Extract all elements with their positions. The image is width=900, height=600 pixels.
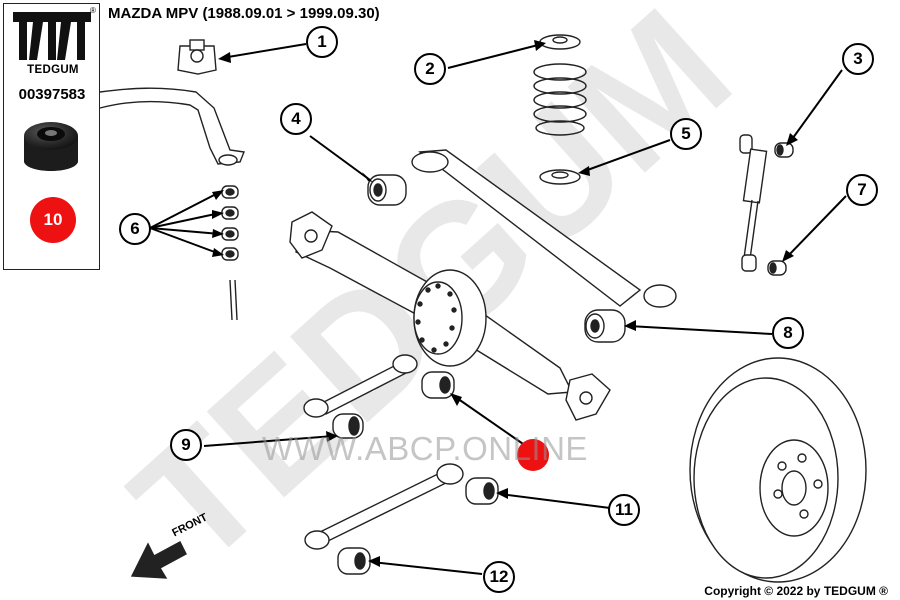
stabilizer-bar [99,87,245,321]
upper-arm-front-bushing [367,174,407,206]
callout-3: 3 [842,43,874,75]
link-bushing-stack [221,185,239,261]
part-number: 00397583 [18,86,86,103]
coil-spring [533,63,587,136]
upper-arm-rear-bushing [584,309,626,343]
callout-1: 1 [306,26,338,58]
callout-11: 11 [608,494,640,526]
registered-mark: ® [90,6,96,15]
spring-seat-lower [539,169,581,185]
lateral-link-upper [303,354,418,418]
rear-wheel [689,357,867,583]
callout-9: 9 [170,429,202,461]
callout-7: 7 [846,174,878,206]
rear-axle-housing [289,211,611,421]
stabilizer-bushing [177,39,217,75]
callout-6: 6 [119,213,151,245]
lateral-link-upper-bushing [332,413,364,439]
front-direction-arrow [130,541,187,579]
watermark-url: WWW.ABCP.ONLINE [262,430,588,467]
upper-trailing-arm [411,149,677,308]
copyright-notice: Copyright © 2022 by TEDGUM ® [704,584,888,598]
tedgum-logo [13,12,91,60]
shock-bushing-upper [774,142,794,158]
bushing-product-photo [24,122,78,171]
shock-bushing-lower [767,260,787,276]
lateral-link-lower-bushing-11 [465,477,499,505]
leader-arrowheads [212,40,798,567]
page-title: MAZDA MPV (1988.09.01 > 1999.09.30) [108,5,380,22]
brand-panel: ® TEDGUM 00397583 10 [3,3,100,270]
shock-absorber [739,134,768,272]
lateral-link-lower [304,463,464,550]
callout-8: 8 [772,317,804,349]
callout-12: 12 [483,561,515,593]
callout-2: 2 [414,53,446,85]
spring-seat-upper [539,34,581,50]
callout-10 [517,439,549,471]
lateral-link-lower-bushing-12 [337,547,371,575]
callout-4: 4 [280,103,312,135]
callout-5: 5 [670,118,702,150]
highlighted-callout-badge: 10 [30,197,76,243]
axle-bushing-10 [421,371,455,399]
brand-name: TEDGUM [27,64,79,76]
leader-lines [149,43,847,575]
